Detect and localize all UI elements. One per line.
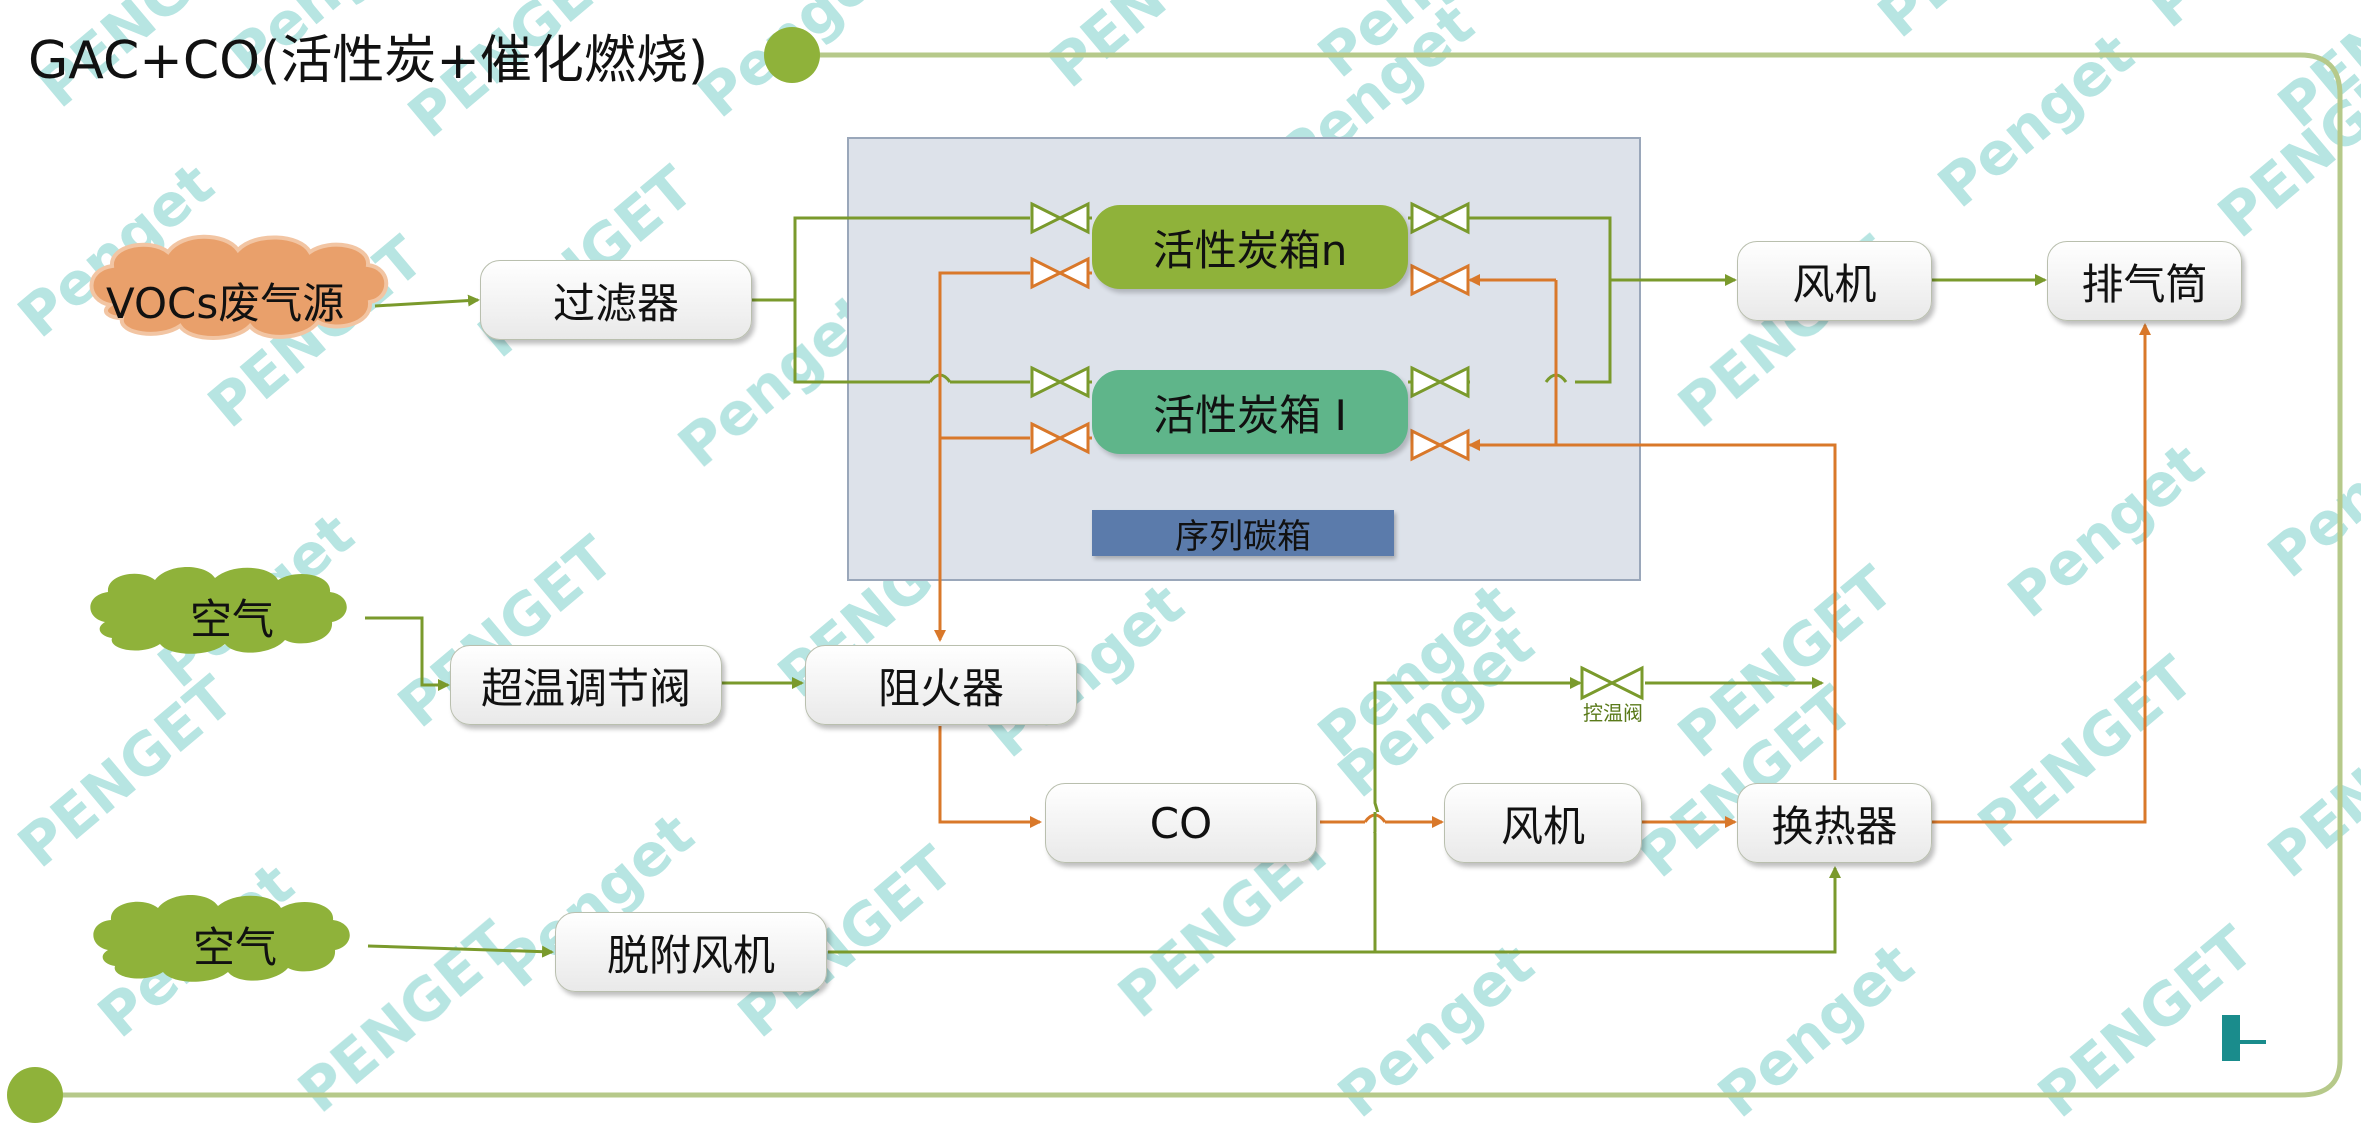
air-label-1: 空气 bbox=[190, 595, 275, 644]
watermark-text: PENGET bbox=[2255, 673, 2361, 891]
air-cloud-2 bbox=[93, 894, 350, 982]
penget-logo bbox=[2222, 1015, 2266, 1061]
frame bbox=[7, 27, 2343, 1123]
valve-desorb-out-carbon-1-icon[interactable] bbox=[1410, 428, 1470, 462]
overtemp-valve-box[interactable]: 超温调节阀 bbox=[450, 645, 722, 725]
watermark-text: PENGET bbox=[1965, 643, 2206, 861]
valve-out-carbon-1-icon[interactable] bbox=[1410, 365, 1470, 399]
vocs-source-label: VOCs废气源 bbox=[106, 279, 345, 328]
valve-out-carbon-n-icon[interactable] bbox=[1410, 201, 1470, 235]
desorption-fan-box[interactable]: 脱附风机 bbox=[555, 912, 827, 992]
valve-in-carbon-1-icon[interactable] bbox=[1030, 365, 1090, 399]
catalytic-combustion-box[interactable]: CO bbox=[1045, 783, 1317, 863]
watermark-text: Penget bbox=[2135, 0, 2356, 41]
watermark-text: PENGET bbox=[5, 663, 246, 881]
watermark-text: Penget bbox=[1925, 20, 2146, 221]
watermark-text: PENGET bbox=[1865, 0, 2106, 51]
watermark-text: PENGET bbox=[1035, 0, 1276, 101]
heat-exchanger-box[interactable]: 换热器 bbox=[1737, 783, 1932, 863]
fan-top-box[interactable]: 风机 bbox=[1737, 241, 1932, 321]
watermark-text: Penget bbox=[2255, 390, 2361, 591]
valve-in-carbon-n-icon[interactable] bbox=[1030, 201, 1090, 235]
air-cloud-1 bbox=[90, 566, 347, 654]
exhaust-stack-box[interactable]: 排气筒 bbox=[2047, 241, 2242, 321]
valve-desorb-out-carbon-n-icon[interactable] bbox=[1410, 263, 1470, 297]
page-title: GAC+CO(活性炭+催化燃烧) bbox=[28, 31, 709, 91]
watermark-text: Penget bbox=[1325, 930, 1546, 1128]
carbon-box-1[interactable]: 活性炭箱 I bbox=[1092, 370, 1408, 454]
fan-mid-box[interactable]: 风机 bbox=[1444, 783, 1642, 863]
frame-dot-bottom bbox=[7, 1067, 63, 1123]
flame-arrester-box[interactable]: 阻火器 bbox=[805, 645, 1077, 725]
carbon-box-n[interactable]: 活性炭箱n bbox=[1092, 205, 1408, 289]
valve-desorb-in-carbon-n-icon[interactable] bbox=[1030, 256, 1090, 290]
frame-dot-top bbox=[764, 27, 820, 83]
vocs-source-cloud bbox=[89, 234, 389, 340]
watermark-text: Penget bbox=[1705, 930, 1926, 1128]
sequence-carbon-label: 序列碳箱 bbox=[1092, 510, 1394, 557]
temperature-control-valve-label: 控温阀 bbox=[1583, 701, 1643, 725]
temperature-control-valve-icon[interactable] bbox=[1580, 665, 1644, 701]
air-label-2: 空气 bbox=[193, 923, 278, 972]
valve-desorb-in-carbon-1-icon[interactable] bbox=[1030, 421, 1090, 455]
watermark-text: Penget bbox=[1995, 430, 2216, 631]
filter-box[interactable]: 过滤器 bbox=[480, 260, 752, 340]
